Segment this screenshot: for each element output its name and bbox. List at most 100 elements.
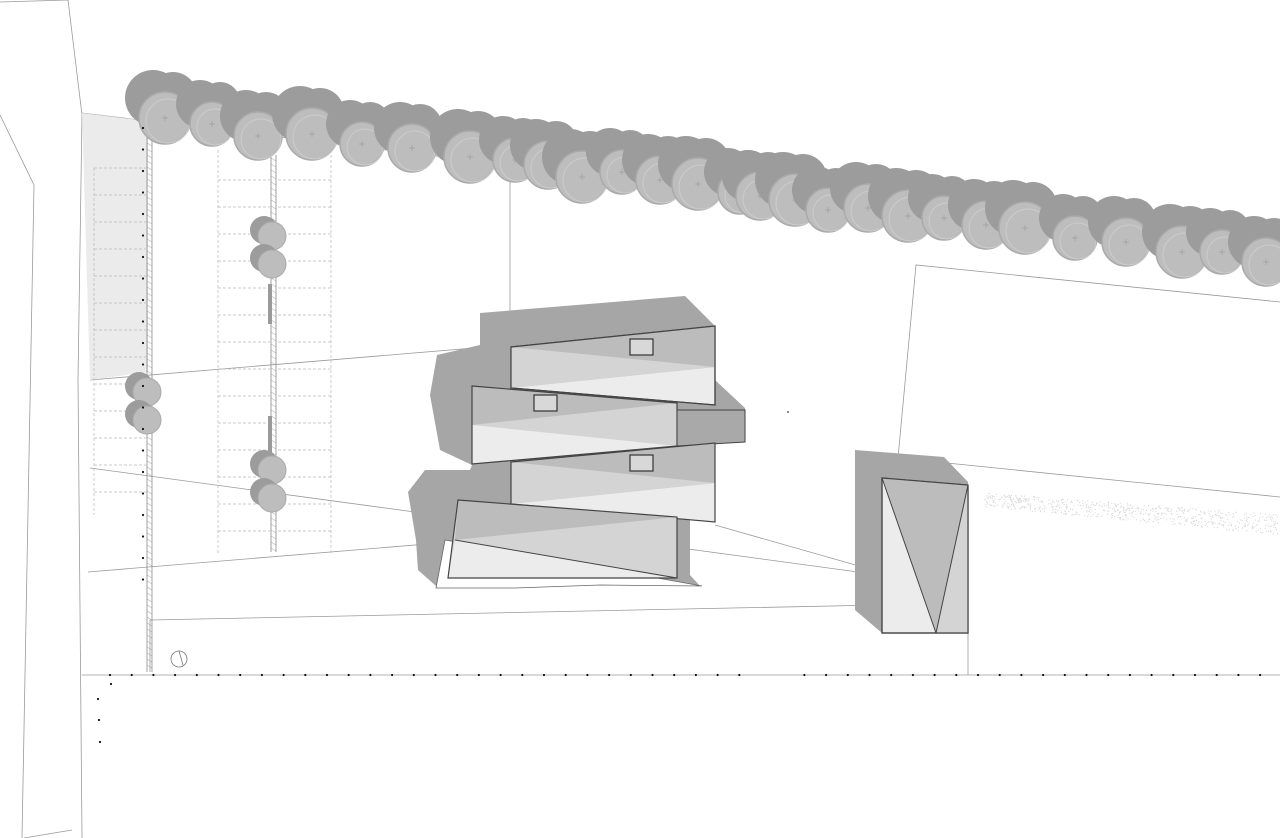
bollard-dot [1020, 673, 1023, 677]
bollard-dot [1237, 673, 1240, 677]
gravel-strip [984, 493, 1279, 535]
bollard-dot [141, 449, 145, 452]
bollard-dot [629, 673, 632, 677]
bollard-dot [608, 673, 611, 677]
bollard-dot [141, 212, 145, 216]
tree-row [125, 70, 1280, 287]
building-volume-4 [447, 499, 678, 579]
tree-canopy-icon [374, 102, 442, 173]
bollard-dot [141, 406, 145, 409]
bollard-dot [694, 673, 698, 677]
bollard-dot [391, 673, 394, 677]
bollard-dot [955, 673, 958, 677]
left-road-edge [0, 114, 35, 838]
parking-trees [125, 216, 287, 513]
bollard-dot [98, 740, 102, 744]
plot-line-f [714, 524, 881, 573]
bollard-dot [141, 277, 145, 280]
bollard-dot [1085, 673, 1088, 677]
bollard-dot [141, 470, 145, 474]
bollard-dot [1215, 673, 1218, 677]
skylight-1 [629, 338, 654, 356]
bollard-dot [976, 673, 980, 677]
tree-canopy-icon [125, 400, 162, 435]
building-volume-1 [510, 325, 716, 406]
bollard-dot [868, 673, 871, 677]
bollard-dot [521, 673, 524, 677]
bollard-dot [141, 427, 145, 431]
bollard-dot [738, 673, 741, 677]
bollard-dot [141, 234, 145, 237]
bollard-dot [1107, 673, 1110, 677]
plot-line-d [149, 604, 881, 621]
fence-lines [146, 122, 277, 672]
bollard-dot [141, 535, 145, 538]
bollard-dot [412, 673, 415, 677]
bollard-dot [890, 673, 893, 677]
bollard-dot [141, 363, 145, 366]
tree-canopy-icon [250, 244, 287, 279]
gate-post-upper [268, 284, 272, 324]
fence-hatch [146, 124, 277, 669]
bollard-dots [96, 126, 1262, 744]
parking-bays [93, 150, 332, 555]
bollard-dot [195, 673, 198, 677]
left-verge [23, 829, 73, 838]
bollard-dot [141, 298, 145, 302]
survey-point [787, 411, 789, 413]
skylight-3 [629, 454, 654, 472]
bollard-dot [304, 673, 307, 677]
bollard-dot [911, 673, 915, 677]
bollard-dot [1259, 673, 1262, 677]
tree-canopy-icon [250, 478, 287, 513]
tree-canopy-icon [125, 372, 162, 407]
north-marker-icon [170, 650, 188, 668]
bollard-dot [141, 384, 145, 388]
bollard-dot [499, 673, 502, 677]
plot-line-a [89, 344, 511, 381]
bollard-dot [673, 673, 676, 677]
bollard-dot [141, 556, 145, 560]
gate-post-lower [268, 416, 272, 456]
bollard-dot [825, 673, 828, 677]
bollard-dot [174, 673, 177, 677]
bollard-dot [586, 673, 589, 677]
bollard-dot [141, 169, 145, 173]
bollard-dot [130, 673, 133, 677]
bollard-dot [239, 673, 242, 677]
bollard-dot [1128, 673, 1131, 677]
bollard-dot [1150, 673, 1153, 677]
tree-canopy-icon [1228, 216, 1280, 287]
bollard-dot [108, 673, 112, 677]
bollard-dot [325, 673, 329, 677]
bollard-dot [716, 673, 719, 677]
bollard-dot [542, 673, 546, 677]
bollard-dot [282, 673, 285, 677]
bollard-dot [651, 673, 654, 677]
left-site-edge [0, 0, 83, 838]
bollard-dot [1172, 673, 1175, 677]
bollard-dot [141, 341, 145, 345]
bollard-dot [96, 697, 100, 701]
bollard-dot [141, 492, 145, 495]
bollard-dot [998, 673, 1001, 677]
bollard-dot [260, 673, 263, 677]
bollard-dot [152, 673, 155, 677]
bollard-dot [141, 191, 145, 194]
bollard-dot [141, 578, 145, 581]
bollard-dot [109, 682, 113, 686]
bollard-dot [97, 718, 101, 722]
bollard-dot [347, 673, 350, 677]
bollard-dot [141, 255, 145, 259]
tree-canopy-icon [1039, 194, 1103, 261]
right-parcel [897, 264, 1280, 498]
bollard-dot [564, 673, 567, 677]
bollard-dot [141, 126, 145, 130]
main-building [408, 296, 746, 589]
bollard-dot [217, 673, 220, 677]
building-volume-2 [471, 385, 746, 465]
bollard-dot [803, 673, 806, 677]
bollard-dot [141, 513, 145, 517]
